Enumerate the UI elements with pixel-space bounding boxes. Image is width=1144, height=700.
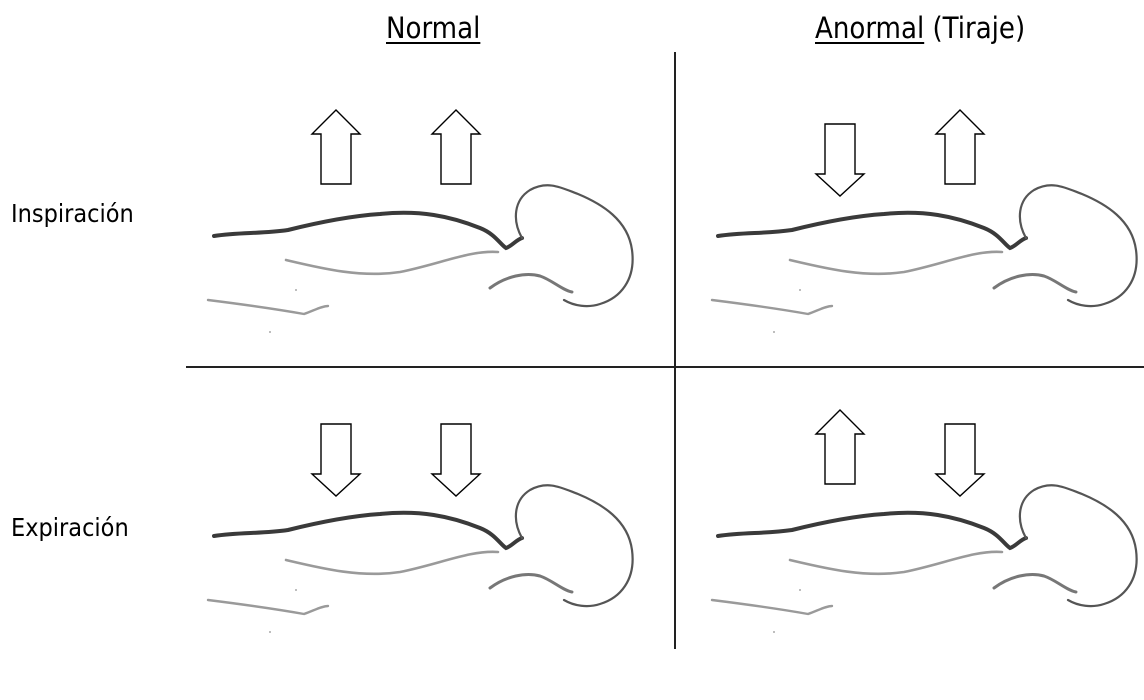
arm-outline <box>994 275 1076 293</box>
sketch-speck <box>799 589 801 591</box>
sketch-speck <box>269 331 271 333</box>
chest-arrow-up-icon <box>312 110 360 184</box>
panel-abnormal-expiration <box>704 400 1144 700</box>
abdomen-outline <box>286 552 498 574</box>
sketch-speck <box>773 631 775 633</box>
leg-outline <box>712 300 832 314</box>
panel-normal-inspiration <box>200 100 660 400</box>
chest-arrow-down-icon <box>816 124 864 196</box>
abnormal-note: (Tiraje) <box>933 11 1026 45</box>
head-outline <box>1020 185 1137 306</box>
body-outline <box>718 213 1026 248</box>
sketch-speck <box>773 331 775 333</box>
head-outline <box>1020 485 1137 606</box>
leg-outline <box>208 300 328 314</box>
sketch-speck <box>269 631 271 633</box>
body-outline <box>214 513 522 548</box>
abdomen-arrow-up-icon <box>936 110 984 184</box>
abnormal-label: Anormal <box>815 11 924 45</box>
column-header-abnormal: Anormal (Tiraje) <box>815 6 1025 50</box>
baby-sketch-normal-inspiration <box>200 100 660 400</box>
abdomen-arrow-down-icon <box>432 424 480 496</box>
panel-abnormal-inspiration <box>704 100 1144 400</box>
row-label-inspiration: Inspiración <box>11 196 134 232</box>
body-outline <box>718 513 1026 548</box>
arm-outline <box>994 575 1076 593</box>
abdomen-arrow-down-icon <box>936 424 984 496</box>
baby-sketch-abnormal-expiration <box>704 400 1144 700</box>
head-outline <box>516 485 633 606</box>
baby-sketch-normal-expiration <box>200 400 660 700</box>
leg-outline <box>712 600 832 614</box>
leg-outline <box>208 600 328 614</box>
abdomen-outline <box>790 552 1002 574</box>
column-header-normal: Normal <box>386 6 480 50</box>
row-label-expiration: Expiración <box>11 510 129 546</box>
abdomen-arrow-up-icon <box>432 110 480 184</box>
vertical-divider <box>674 52 676 649</box>
sketch-speck <box>295 289 297 291</box>
normal-label: Normal <box>386 11 480 45</box>
abdomen-outline <box>286 252 498 274</box>
body-outline <box>214 213 522 248</box>
baby-sketch-abnormal-inspiration <box>704 100 1144 400</box>
sketch-speck <box>295 589 297 591</box>
chest-arrow-down-icon <box>312 424 360 496</box>
abdomen-outline <box>790 252 1002 274</box>
chest-arrow-up-icon <box>816 410 864 484</box>
panel-normal-expiration <box>200 400 660 700</box>
arm-outline <box>490 275 572 293</box>
head-outline <box>516 185 633 306</box>
sketch-speck <box>799 289 801 291</box>
arm-outline <box>490 575 572 593</box>
